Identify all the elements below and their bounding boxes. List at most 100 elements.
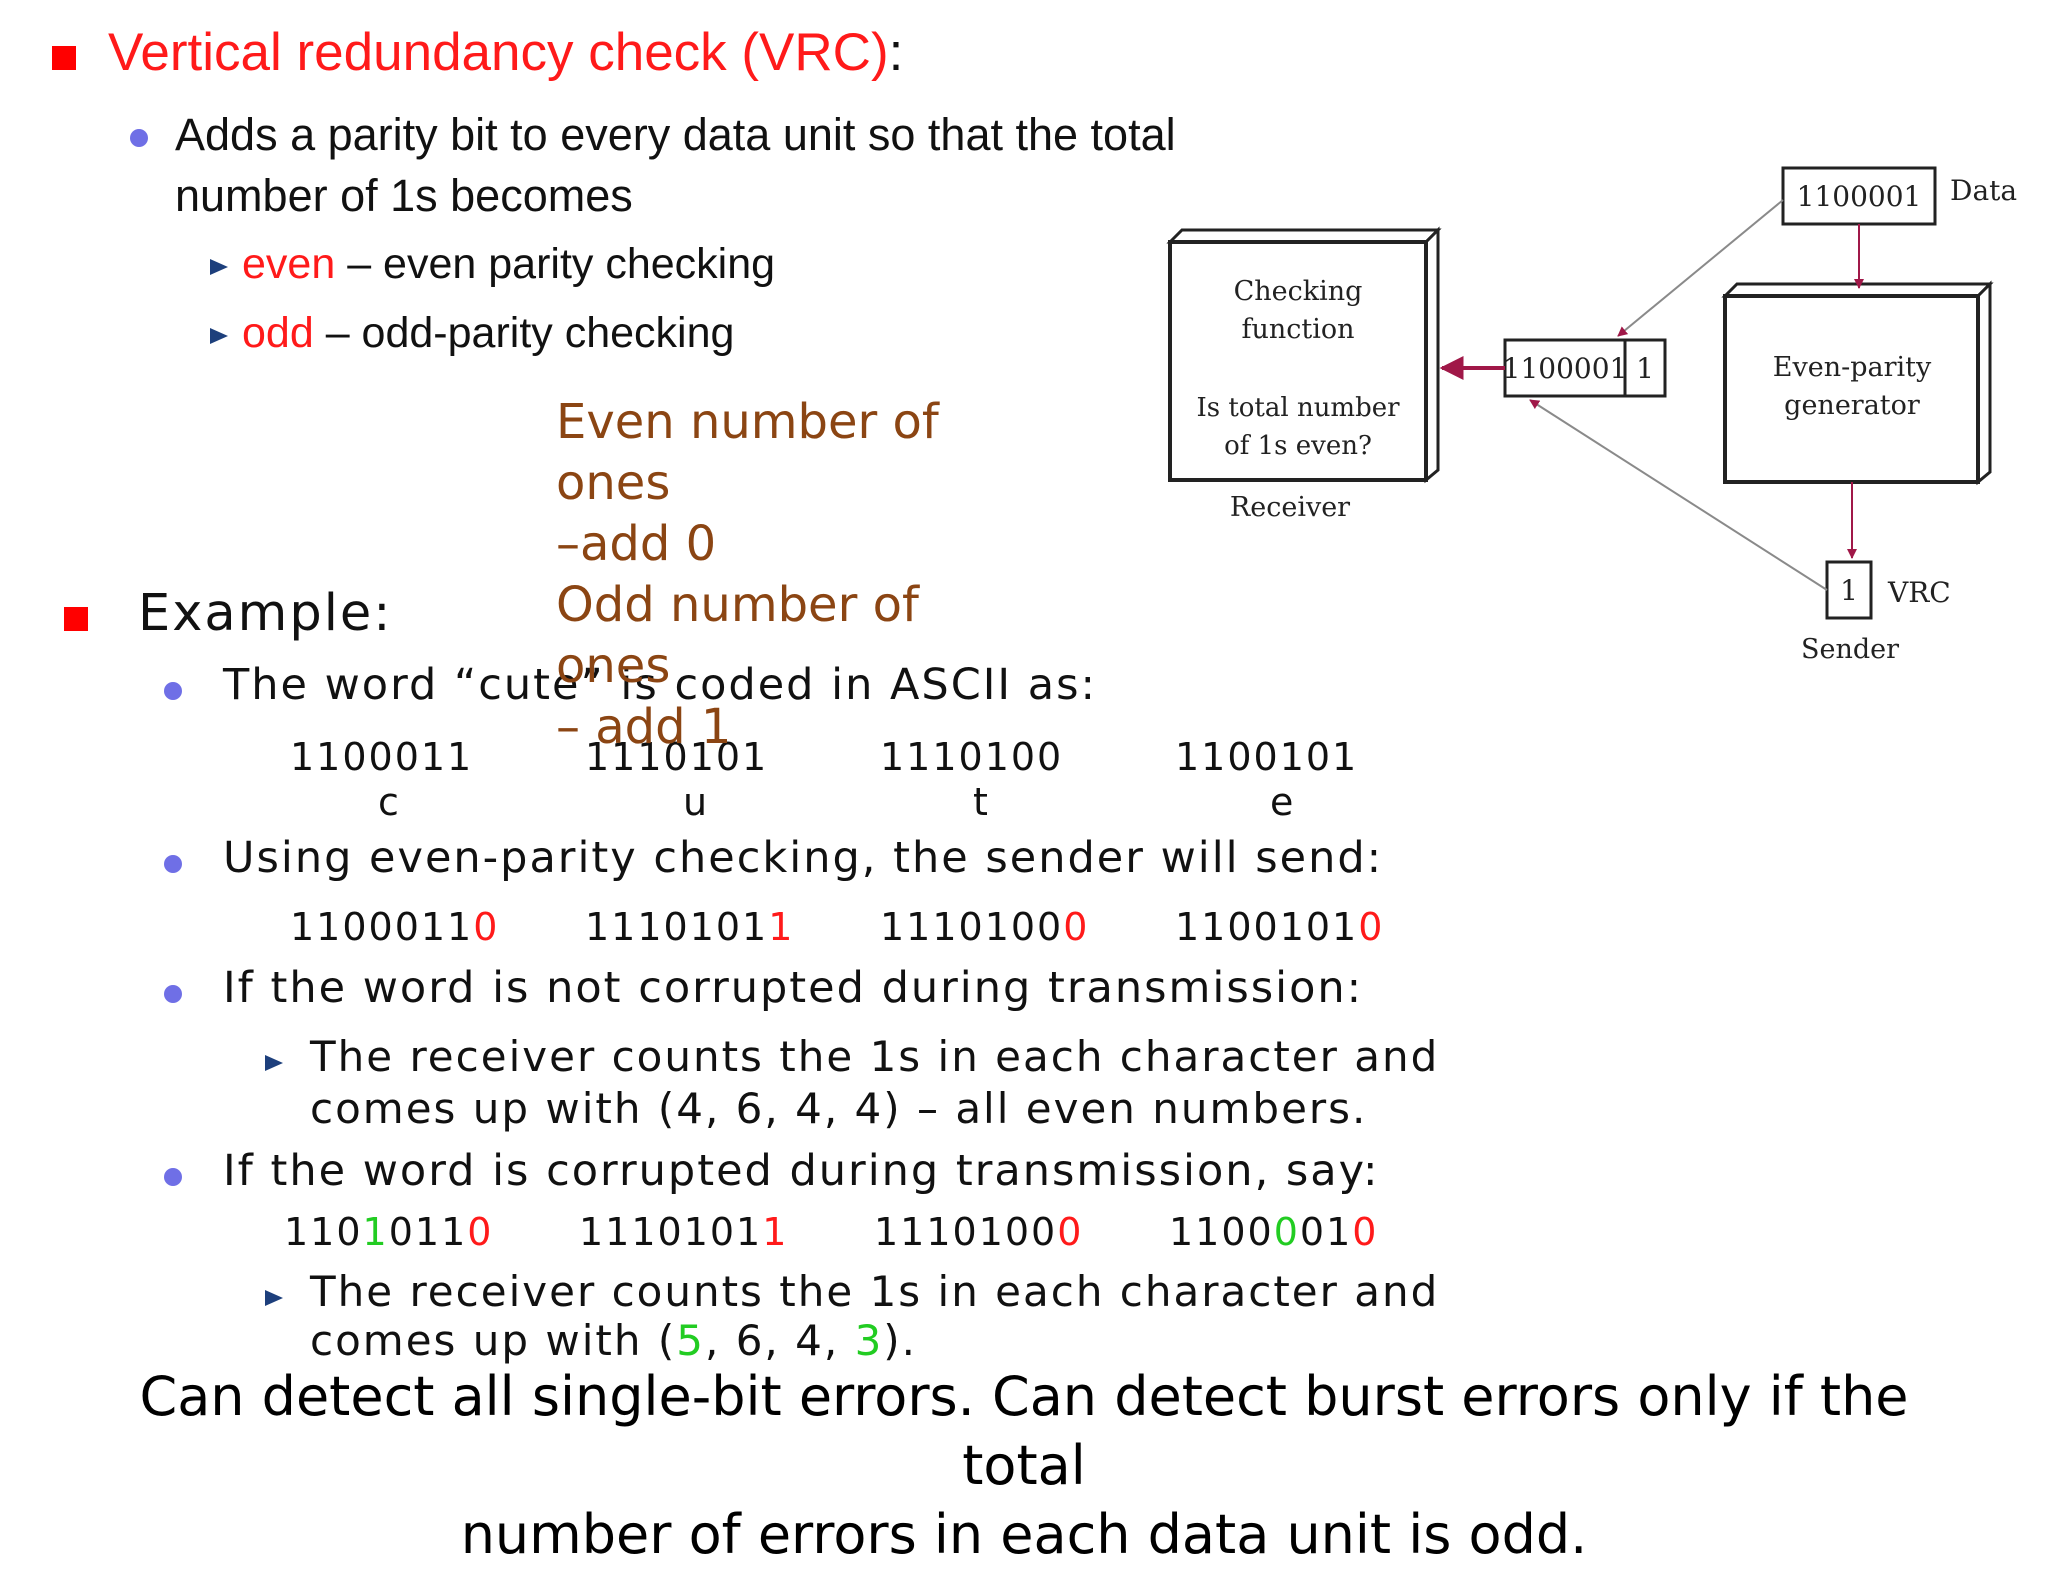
corrupted-sub2: comes up with (5, 6, 4, 3). <box>310 1316 917 1365</box>
transmit-data: 1100001 <box>1503 352 1628 385</box>
data-value: 1100001 <box>1797 180 1922 213</box>
send-code-1: 11000110 <box>290 905 499 949</box>
send-data-3: 1110100 <box>880 905 1064 949</box>
count-4: 3 <box>854 1316 884 1365</box>
generator-line1: Even-parity <box>1773 352 1932 383</box>
note-line3: –add 0 <box>556 516 717 572</box>
corrupt-a-4: 1100 <box>1169 1210 1274 1254</box>
not-corrupted-text: If the word is not corrupted during tran… <box>223 963 1364 1013</box>
send-parity-3: 0 <box>1063 905 1090 949</box>
arrow-bullet-icon <box>210 328 228 344</box>
sub-odd-rest: – odd-parity checking <box>313 309 735 357</box>
note-line4: Odd number of <box>556 577 919 633</box>
corrupt-code-4: 11000010 <box>1169 1210 1378 1254</box>
corrupt-a-3: 1110100 <box>874 1210 1058 1254</box>
sub-odd-key: odd <box>242 309 314 357</box>
corrupt-flip-4: 0 <box>1273 1210 1300 1254</box>
transmit-parity: 1 <box>1636 352 1654 385</box>
count-sep-1: , <box>704 1316 736 1365</box>
send-data-2: 1110101 <box>585 905 769 949</box>
page-title: Vertical redundancy check (VRC): <box>108 22 903 83</box>
vrc-diagram: 1100001 Data Checking function Is total … <box>1166 166 2017 665</box>
corrupt-code-2: 11101011 <box>579 1210 788 1254</box>
send-parity-2: 1 <box>768 905 795 949</box>
corrupted-sub2-end: ). <box>883 1316 918 1365</box>
data-label: Data <box>1950 174 2017 207</box>
title-colon: : <box>888 23 904 82</box>
count-2: 6 <box>735 1316 765 1365</box>
cute-letter-e: e <box>1270 780 1296 824</box>
bullet1-line1: Adds a parity bit to every data unit so … <box>175 109 1176 160</box>
bullet-dot-icon <box>164 855 182 873</box>
bullet1-line2: number of 1s becomes <box>175 170 633 221</box>
receiver-label: Receiver <box>1230 492 1350 523</box>
corrupt-code-1: 11010110 <box>284 1210 493 1254</box>
send-code-3: 11101000 <box>880 905 1089 949</box>
generator-line2: generator <box>1784 390 1920 421</box>
footer-line2: total <box>962 1434 1086 1497</box>
even-send-text: Using even-parity checking, the sender w… <box>223 833 1384 883</box>
vrc-label: VRC <box>1887 576 1951 609</box>
corrupted-sub2-start: comes up with ( <box>310 1316 677 1365</box>
cute-code-t: 1110100 <box>880 735 1064 779</box>
send-data-1: 1100011 <box>290 905 474 949</box>
send-code-4: 11001010 <box>1175 905 1384 949</box>
arrow-bullet-icon <box>265 1055 283 1071</box>
question-line2: of 1s even? <box>1224 431 1372 461</box>
bullet-dot-icon <box>130 129 148 147</box>
note-line6: – add 1 <box>556 699 732 755</box>
count-sep-3: , <box>823 1316 855 1365</box>
corrupt-parity-3: 0 <box>1057 1210 1084 1254</box>
corrupt-parity-1: 0 <box>467 1210 494 1254</box>
cute-code-u: 1110101 <box>585 735 769 779</box>
not-corrupted-sub1: The receiver counts the 1s in each chara… <box>310 1032 1440 1081</box>
vrc-value: 1 <box>1840 574 1858 607</box>
bullet-dot-icon <box>164 682 182 700</box>
transmit-box <box>1503 338 1667 398</box>
sub-odd: odd – odd-parity checking <box>242 309 734 358</box>
count-sep-2: , <box>764 1316 796 1365</box>
corrupt-b-4: 01 <box>1299 1210 1353 1254</box>
not-corrupted-sub2: comes up with (4, 6, 4, 4) – all even nu… <box>310 1084 1368 1133</box>
corrupt-a-2: 1110101 <box>579 1210 763 1254</box>
example-heading: Example: <box>138 584 393 643</box>
data-box <box>1781 166 1937 226</box>
question-line1: Is total number <box>1196 393 1400 423</box>
cute-letter-c: c <box>378 780 401 824</box>
title-text: Vertical redundancy check (VRC) <box>108 23 889 82</box>
cute-letter-u: u <box>683 780 710 824</box>
checking-line1: Checking <box>1234 276 1363 307</box>
send-parity-4: 0 <box>1358 905 1385 949</box>
footer-line1: Can detect all single-bit errors. Can de… <box>139 1365 1909 1428</box>
footer-line3: number of errors in each data unit is od… <box>460 1503 1588 1566</box>
corrupt-code-3: 11101000 <box>874 1210 1083 1254</box>
sub-even-rest: – even parity checking <box>335 240 776 288</box>
note-line2: ones <box>556 455 671 511</box>
checking-line2: function <box>1241 314 1354 345</box>
cute-code-c: 1100011 <box>290 735 474 779</box>
send-code-2: 11101011 <box>585 905 794 949</box>
example-bullet-icon <box>64 607 88 631</box>
footer-note: Can detect all single-bit errors. Can de… <box>0 1362 2048 1569</box>
corrupted-text: If the word is corrupted during transmis… <box>223 1146 1380 1196</box>
title-bullet-icon <box>52 46 76 70</box>
sub-even: even – even parity checking <box>242 240 775 289</box>
note-line1: Even number of <box>556 394 939 450</box>
bullet-dot-icon <box>164 1168 182 1186</box>
corrupt-flip-1: 1 <box>362 1210 389 1254</box>
corrupt-b-1: 011 <box>388 1210 468 1254</box>
bullet-dot-icon <box>164 985 182 1003</box>
corrupted-sub1: The receiver counts the 1s in each chara… <box>310 1267 1440 1316</box>
sub-even-key: even <box>242 240 336 288</box>
vrc-box <box>1825 560 1873 620</box>
count-1: 5 <box>676 1316 705 1365</box>
parity-note: Even number of ones –add 0 Odd number of… <box>556 392 939 758</box>
sender-label: Sender <box>1801 634 1899 665</box>
generator-box <box>1723 294 1980 484</box>
checking-function-box <box>1168 240 1428 482</box>
send-data-4: 1100101 <box>1175 905 1359 949</box>
corrupt-parity-4: 0 <box>1352 1210 1379 1254</box>
corrupt-parity-2: 1 <box>762 1210 789 1254</box>
arrow-bullet-icon <box>265 1290 283 1306</box>
cute-intro: The word “cute” is coded in ASCII as: <box>223 660 1097 710</box>
